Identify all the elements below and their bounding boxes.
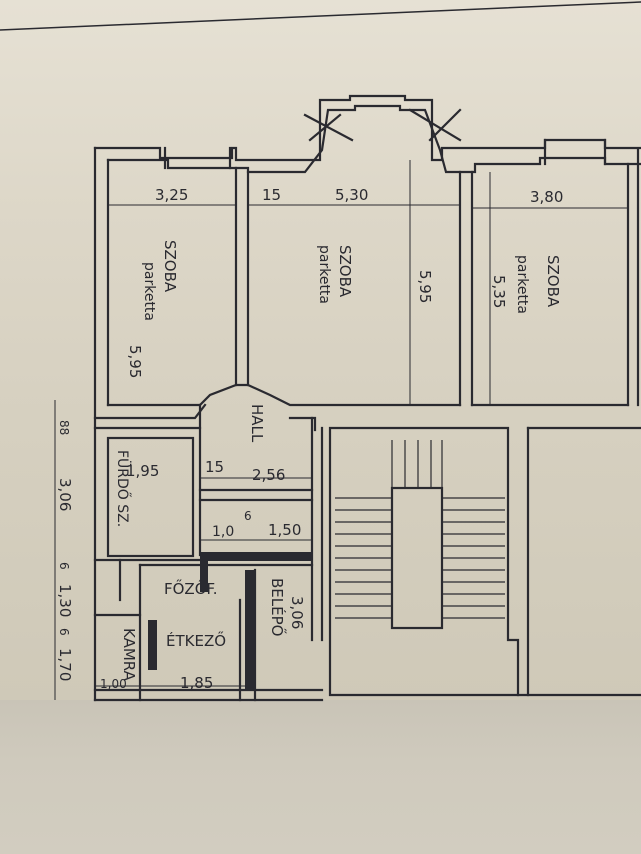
dim-hall-width: 2,56 [252, 466, 285, 484]
dim-left-306: 3,06 [56, 478, 74, 511]
dim-left-room-width: 3,25 [155, 186, 188, 204]
dim-wall-15-mid: 15 [205, 458, 224, 476]
room-name-entry: BELÉPŐ [268, 578, 288, 636]
room-name-left: SZOBA [161, 240, 179, 293]
dim-bath-width: 1,95 [126, 462, 159, 480]
dim-left-170: 1,70 [56, 648, 74, 681]
room-name-bath: FÜRDŐ SZ. [114, 450, 132, 527]
dim-wall-15-top: 15 [262, 186, 281, 204]
dim-entry-depth: 3,06 [288, 596, 306, 629]
exterior-wall-inner [106, 104, 641, 174]
room-floor-mid: parketta [316, 245, 332, 304]
dim-left-130: 1,30 [56, 584, 74, 617]
sheet-border-line [0, 1, 641, 31]
room-name-pantry: KAMRA [120, 628, 138, 682]
room-name-right: SZOBA [544, 255, 562, 308]
dim-left-88: 88 [57, 420, 71, 435]
room-name-dining: ÉTKEZŐ [166, 630, 226, 650]
room-name-mid: SZOBA [336, 245, 354, 298]
room-name-hall: HALL [248, 404, 266, 443]
thick-walls [148, 552, 312, 690]
dim-mid-room-width: 5,30 [335, 186, 368, 204]
dim-dining-width: 1,85 [180, 674, 213, 692]
dim-left-room-depth: 5,95 [126, 345, 144, 378]
room-name-kitchen: FŐZŐF. [164, 578, 218, 598]
dim-left-6b: 6 [57, 628, 71, 636]
dim-6-hall: 6 [244, 509, 252, 523]
dim-150: 1,50 [268, 521, 301, 539]
dim-106: 1,0 [212, 524, 234, 540]
dim-pantry-width: 1,00 [100, 677, 127, 691]
dim-right-room-depth: 5,35 [490, 275, 508, 308]
room-floor-left: parketta [141, 262, 157, 321]
dim-left-6a: 6 [57, 562, 71, 570]
dim-right-room-width: 3,80 [530, 188, 563, 206]
table-surface [0, 700, 641, 854]
dim-mid-room-depth: 5,95 [416, 270, 434, 303]
room-floor-right: parketta [514, 255, 530, 314]
